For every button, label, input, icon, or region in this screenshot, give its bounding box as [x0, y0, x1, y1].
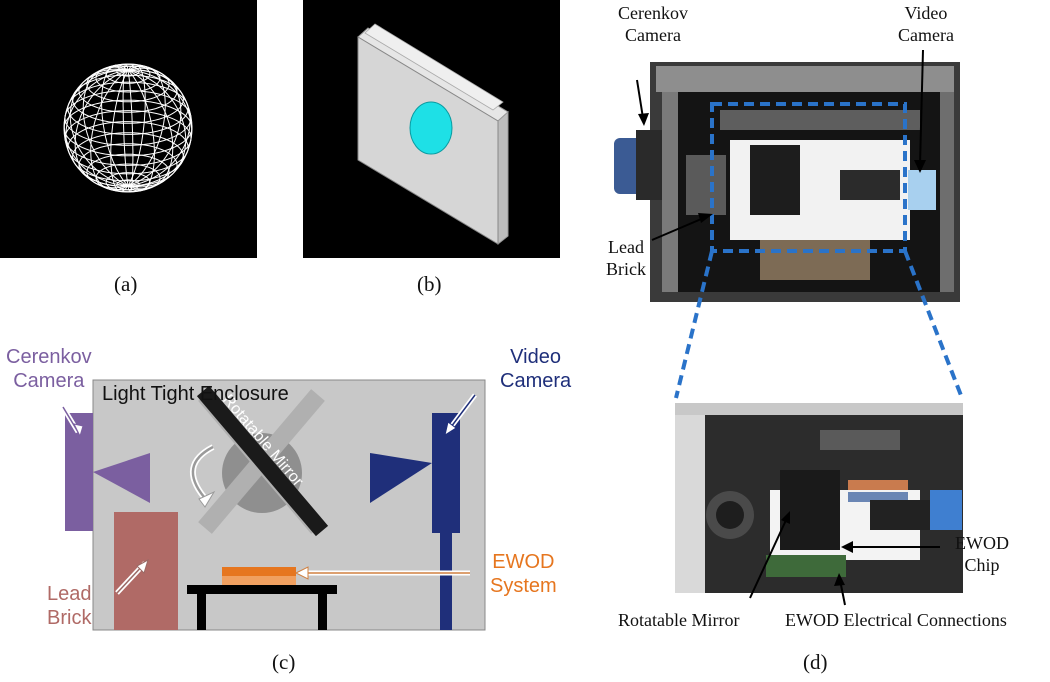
video-camera-stand	[440, 533, 452, 630]
zoom-line-right	[903, 250, 964, 399]
ewod-label-line1: EWOD	[492, 551, 555, 573]
lead-label-line1: Lead	[47, 583, 92, 605]
d-chip-label: EWOD Chip	[955, 532, 1009, 576]
d-lead-line1: Lead	[608, 237, 644, 257]
lead-brick	[114, 512, 178, 630]
d-video-line1: Video	[904, 3, 948, 23]
ewod-chip-base	[222, 576, 296, 585]
video-camera-label: Video Camera	[500, 345, 571, 393]
arrow-video	[919, 49, 924, 166]
cyan-window	[409, 101, 453, 155]
rotatable-mirror	[196, 385, 329, 537]
d-cerenkov-label: Cerenkov Camera	[618, 2, 688, 46]
table-leg-right	[318, 594, 327, 630]
caption-b: (b)	[417, 272, 442, 296]
cerenkov-camera-lens	[93, 453, 150, 503]
caption-a: (a)	[114, 272, 138, 296]
cerenkov-camera-label: Cerenkov Camera	[6, 345, 92, 393]
d-cerenkov-line1: Cerenkov	[618, 3, 688, 23]
d-cerenkov-line2: Camera	[625, 25, 681, 45]
table-leg-left	[197, 594, 206, 630]
enclosure-label: Light Tight Enclosure	[102, 383, 289, 405]
panel-b-render	[303, 0, 560, 258]
highlight-box	[710, 102, 907, 253]
slab-model	[357, 23, 509, 246]
ewod-system-label: EWOD System	[490, 550, 557, 598]
cerenkov-label-line2: Camera	[13, 370, 85, 392]
video-label-line1: Video	[510, 346, 561, 368]
sphere-gridline	[127, 69, 187, 188]
sphere-gridline	[69, 68, 129, 187]
arrow-lead	[651, 216, 707, 241]
caption-d: (d)	[803, 650, 828, 674]
panel-c-schematic: Rotatable Mirror	[60, 379, 486, 631]
sphere-gridline	[63, 69, 129, 187]
d-video-line2: Camera	[898, 25, 954, 45]
lead-label-line2: Brick	[47, 607, 92, 629]
d-chip-line1: EWOD	[955, 533, 1009, 553]
ewod-chip-top	[222, 567, 296, 576]
d-video-label: Video Camera	[898, 2, 954, 46]
rotation-arrow-head	[198, 490, 216, 508]
panel-a-render	[0, 0, 257, 258]
sphere-gridline	[127, 69, 191, 187]
video-camera-lens	[370, 453, 432, 503]
video-label-line2: Camera	[500, 370, 572, 392]
d-lead-line2: Brick	[606, 259, 646, 279]
d-connections-label: EWOD Electrical Connections	[785, 610, 1007, 630]
d-mirror-label: Rotatable Mirror	[618, 610, 740, 630]
ewod-label-line2: System	[490, 575, 557, 597]
sphere-gridline	[74, 69, 129, 189]
sphere-gridline	[127, 69, 193, 187]
zoom-line-left	[674, 250, 714, 399]
arrow-mirror	[749, 517, 788, 599]
sphere-outline	[63, 63, 193, 193]
sphere-gridline	[65, 69, 129, 187]
cerenkov-label-line1: Cerenkov	[6, 346, 92, 368]
panel-d-photos	[614, 49, 964, 606]
lead-brick-label: Lead Brick	[47, 582, 92, 630]
wireframe-sphere	[63, 63, 193, 193]
caption-c: (c)	[272, 650, 296, 674]
d-chip-line2: Chip	[964, 555, 1000, 575]
sphere-gridline	[127, 67, 182, 187]
table-top	[187, 585, 337, 594]
arrow-cerenkov	[636, 79, 644, 119]
video-camera-photo	[908, 170, 936, 210]
d-lead-label: Lead Brick	[606, 236, 646, 280]
